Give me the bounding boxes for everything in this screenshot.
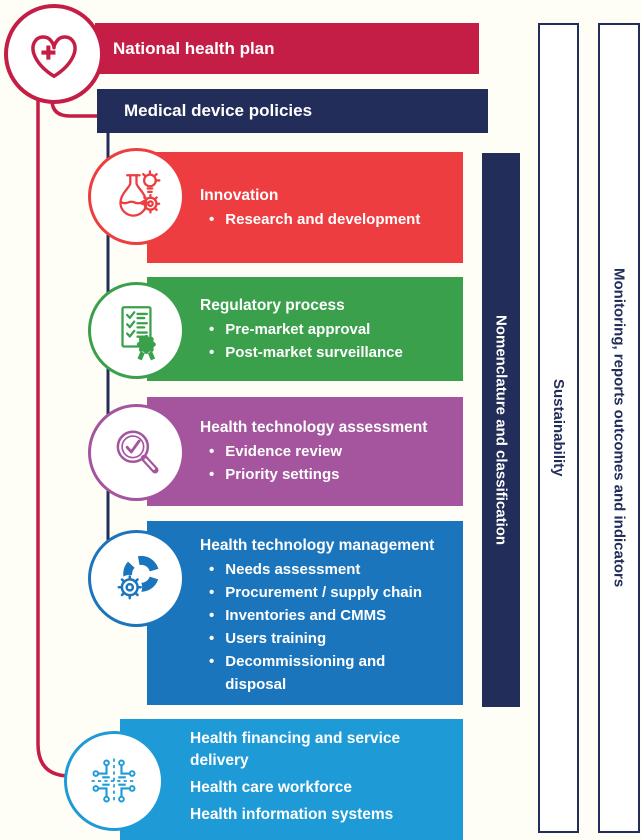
nomenclature-bar: Nomenclature and classification: [482, 153, 520, 707]
bullet-item: Procurement / supply chain: [200, 581, 455, 604]
bullet-text: Users training: [225, 630, 327, 647]
bullet-text: Decommissioning and disposal: [225, 653, 386, 693]
sustainability-label: Sustainability: [550, 379, 567, 477]
flask-bulb-gear-icon: [118, 169, 160, 217]
regulatory-bullets: Pre-market approval Post-market surveill…: [200, 318, 455, 364]
regulatory-process-box: Regulatory process Pre-market approval P…: [147, 277, 463, 381]
htm-title: Health technology management: [200, 537, 435, 554]
medical-device-policies-bar: Medical device policies: [97, 89, 488, 133]
regulatory-icon-circle: [88, 282, 185, 379]
heart-badge: [4, 4, 104, 104]
sustainability-bar: Sustainability: [538, 23, 579, 833]
htm-box: Health technology management Needs asses…: [147, 521, 463, 705]
bullet-text: Post-market surveillance: [225, 343, 403, 361]
bullet-text: Priority settings: [225, 466, 340, 483]
bullet-text: Inventories and CMMS: [225, 607, 387, 624]
financing-icon-circle: [64, 731, 164, 831]
hta-icon-circle: [88, 404, 185, 501]
hta-bullets: Evidence review Priority settings: [200, 440, 455, 486]
financing-box: Health financing and service delivery He…: [120, 719, 463, 840]
bullet-text: Pre-market approval: [225, 320, 371, 338]
htm-bullets: Needs assessment Procurement / supply ch…: [200, 558, 455, 696]
bullet-item: Needs assessment: [200, 558, 455, 581]
innovation-icon-circle: [88, 148, 185, 245]
segmented-wheel-gear-icon: [116, 555, 159, 600]
financing-line: Health financing and service delivery: [190, 730, 401, 769]
bullet-item: Decommissioning and disposal: [200, 650, 455, 696]
htm-icon-circle: [88, 530, 185, 627]
bullet-text: Evidence review: [225, 443, 342, 460]
bullet-item: Inventories and CMMS: [200, 604, 455, 627]
innovation-bullets: Research and development: [200, 208, 455, 231]
regulatory-process-title: Regulatory process: [200, 296, 345, 314]
bullet-item: Priority settings: [200, 463, 455, 486]
bullet-item: Pre-market approval: [200, 318, 455, 341]
national-health-plan-label: National health plan: [113, 38, 275, 58]
bullet-item: Users training: [200, 627, 455, 650]
crimson-connector-line: [36, 95, 84, 778]
information-systems-line: Health information systems: [190, 806, 394, 823]
bullet-item: Evidence review: [200, 440, 455, 463]
heart-plus-icon: [31, 35, 77, 79]
bullet-item: Post-market surveillance: [200, 341, 455, 364]
bullet-text: Research and development: [225, 210, 421, 228]
bullet-text: Needs assessment: [225, 561, 361, 578]
innovation-title: Innovation: [200, 186, 279, 204]
monitoring-bar: Monitoring, reports outcomes and indicat…: [598, 23, 640, 833]
innovation-box: Innovation Research and development: [147, 152, 463, 263]
hta-title: Health technology assessment: [200, 419, 428, 436]
magnifier-check-icon: [116, 430, 159, 473]
bullet-text: Procurement / supply chain: [225, 584, 422, 601]
national-health-plan-bar: National health plan: [95, 23, 479, 74]
checklist-seal-icon: [120, 305, 156, 360]
circuit-cross-icon: [91, 758, 137, 804]
hta-box: Health technology assessment Evidence re…: [147, 397, 463, 506]
nomenclature-label: Nomenclature and classification: [492, 314, 510, 546]
medical-device-policies-label: Medical device policies: [124, 101, 313, 120]
monitoring-label: Monitoring, reports outcomes and indicat…: [610, 268, 628, 588]
bullet-item: Research and development: [200, 208, 455, 231]
workforce-line: Health care workforce: [190, 779, 352, 796]
